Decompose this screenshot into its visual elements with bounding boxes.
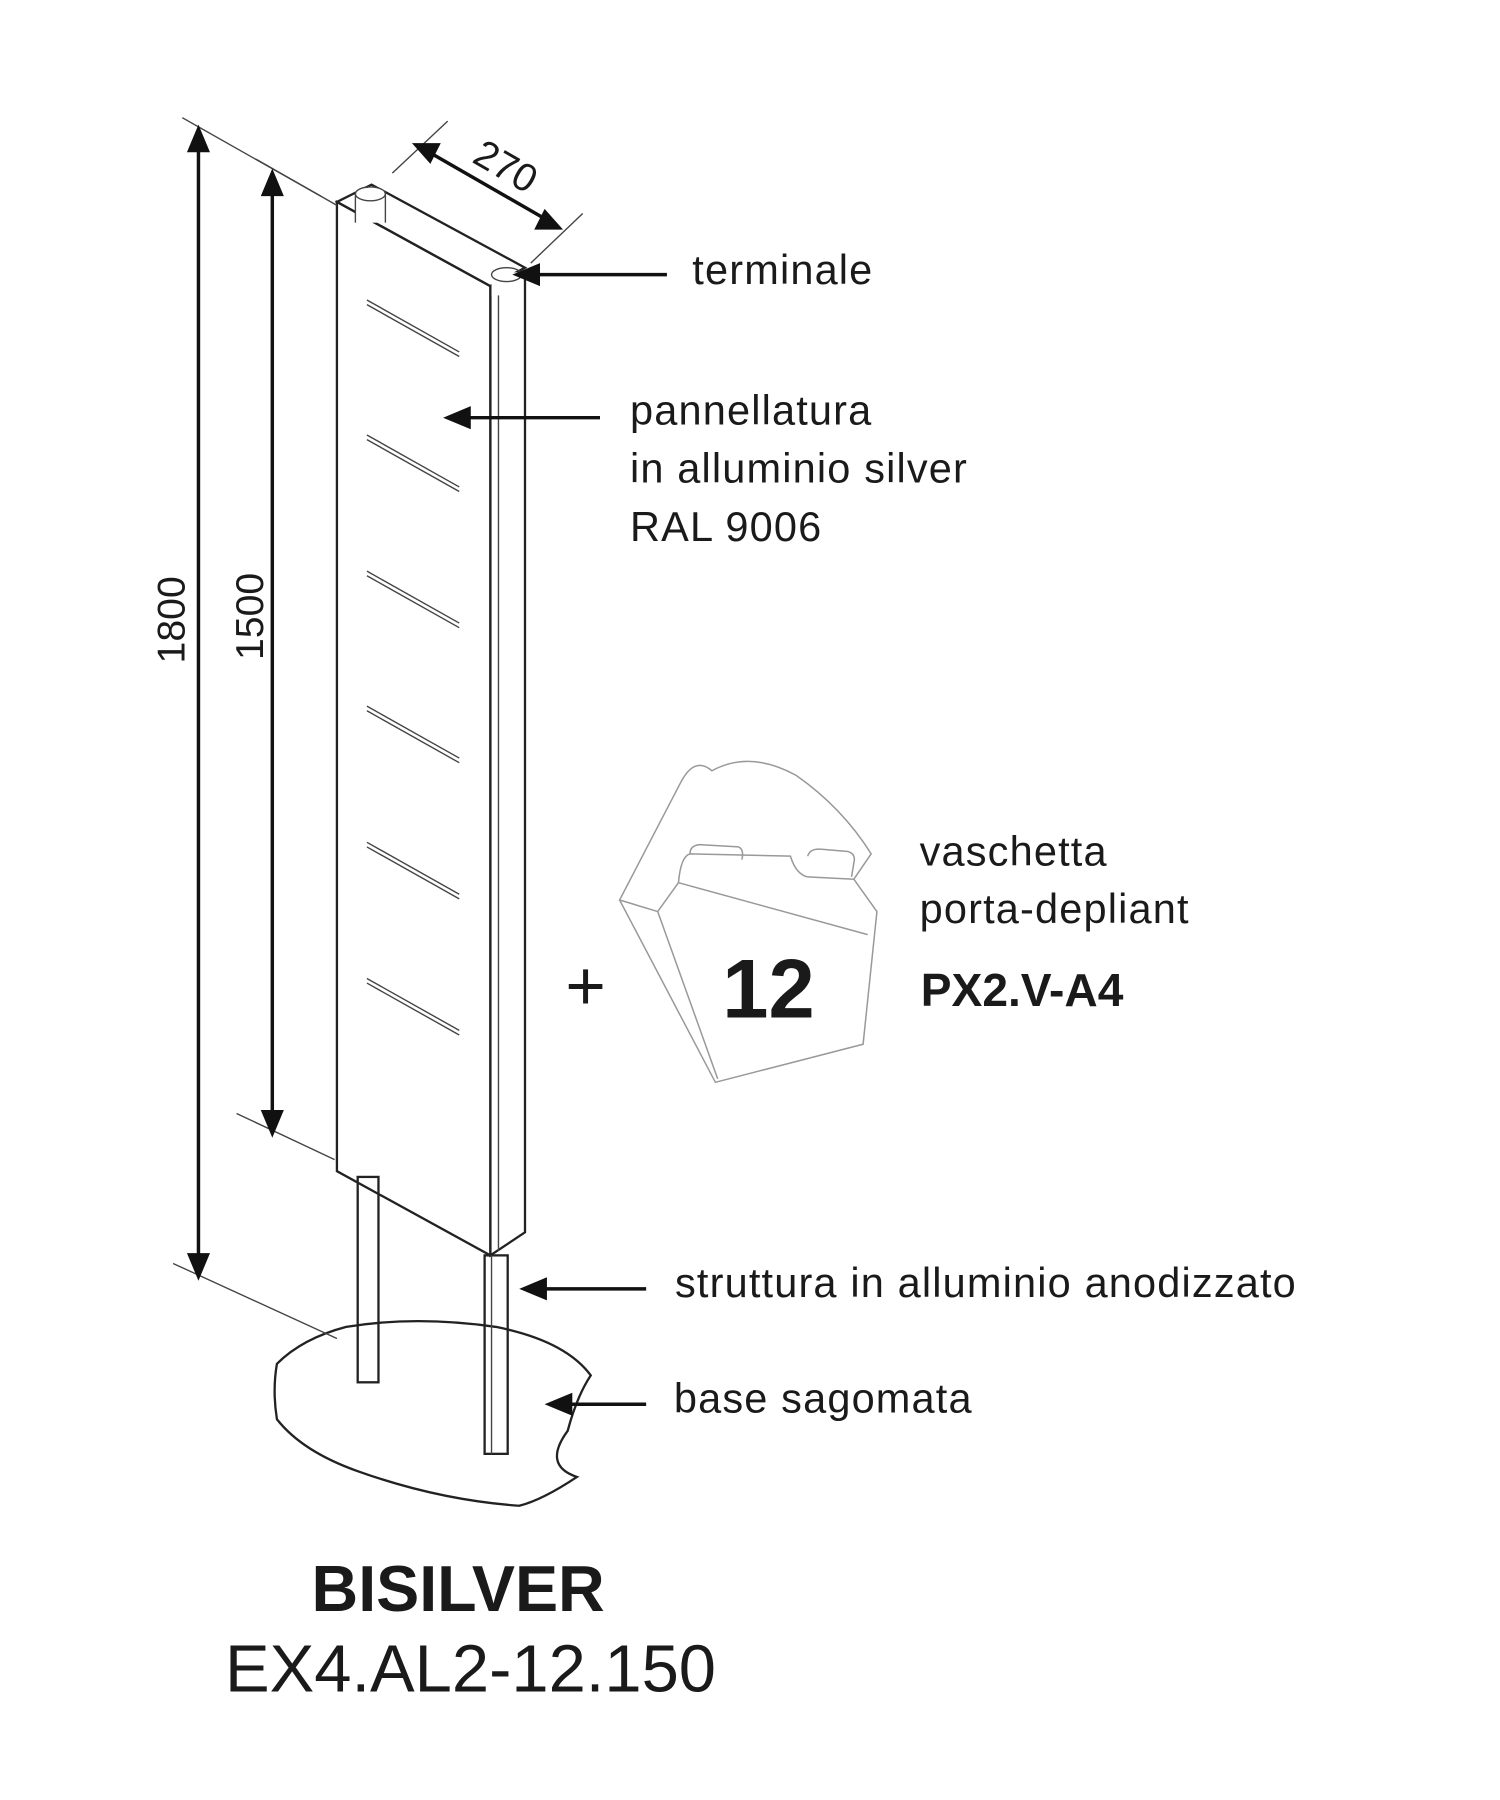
dimension-1800: 1800 xyxy=(150,117,338,1340)
svg-text:pannellatura: pannellatura xyxy=(630,387,872,434)
svg-text:porta-depliant: porta-depliant xyxy=(920,885,1190,932)
terminal-cap-back xyxy=(354,186,387,223)
callout-base: base sagomata xyxy=(544,1374,973,1421)
callout-structure: struttura in alluminio anodizzato xyxy=(519,1259,1297,1306)
callout-panel: pannellatura in alluminio silver RAL 900… xyxy=(443,387,968,550)
brochure-tray: + 12 vaschetta porta-depliant PX2.V-A4 xyxy=(565,760,1190,1084)
product-code: EX4.AL2-12.150 xyxy=(225,1632,716,1707)
callout-terminale: terminale xyxy=(512,246,873,293)
totem-panel xyxy=(334,183,528,1258)
shaped-base xyxy=(273,1320,593,1507)
svg-text:270: 270 xyxy=(466,131,545,202)
svg-text:struttura in alluminio anodizz: struttura in alluminio anodizzato xyxy=(675,1259,1297,1306)
svg-text:RAL 9006: RAL 9006 xyxy=(630,503,822,550)
brochure-slots xyxy=(366,299,460,1036)
svg-text:vaschetta: vaschetta xyxy=(920,827,1108,874)
aluminium-structure xyxy=(356,1175,509,1455)
dimension-270: 270 xyxy=(391,120,584,264)
dimension-1500: 1500 xyxy=(228,158,338,1161)
svg-text:terminale: terminale xyxy=(692,246,873,293)
product-name: BISILVER xyxy=(312,1553,605,1625)
plus-sign: + xyxy=(565,947,605,1025)
tray-quantity: 12 xyxy=(722,943,814,1036)
svg-text:1500: 1500 xyxy=(228,573,272,660)
svg-text:base sagomata: base sagomata xyxy=(674,1374,973,1421)
svg-text:in alluminio silver: in alluminio silver xyxy=(630,444,968,491)
svg-text:PX2.V-A4: PX2.V-A4 xyxy=(921,964,1124,1016)
svg-text:1800: 1800 xyxy=(150,576,194,663)
